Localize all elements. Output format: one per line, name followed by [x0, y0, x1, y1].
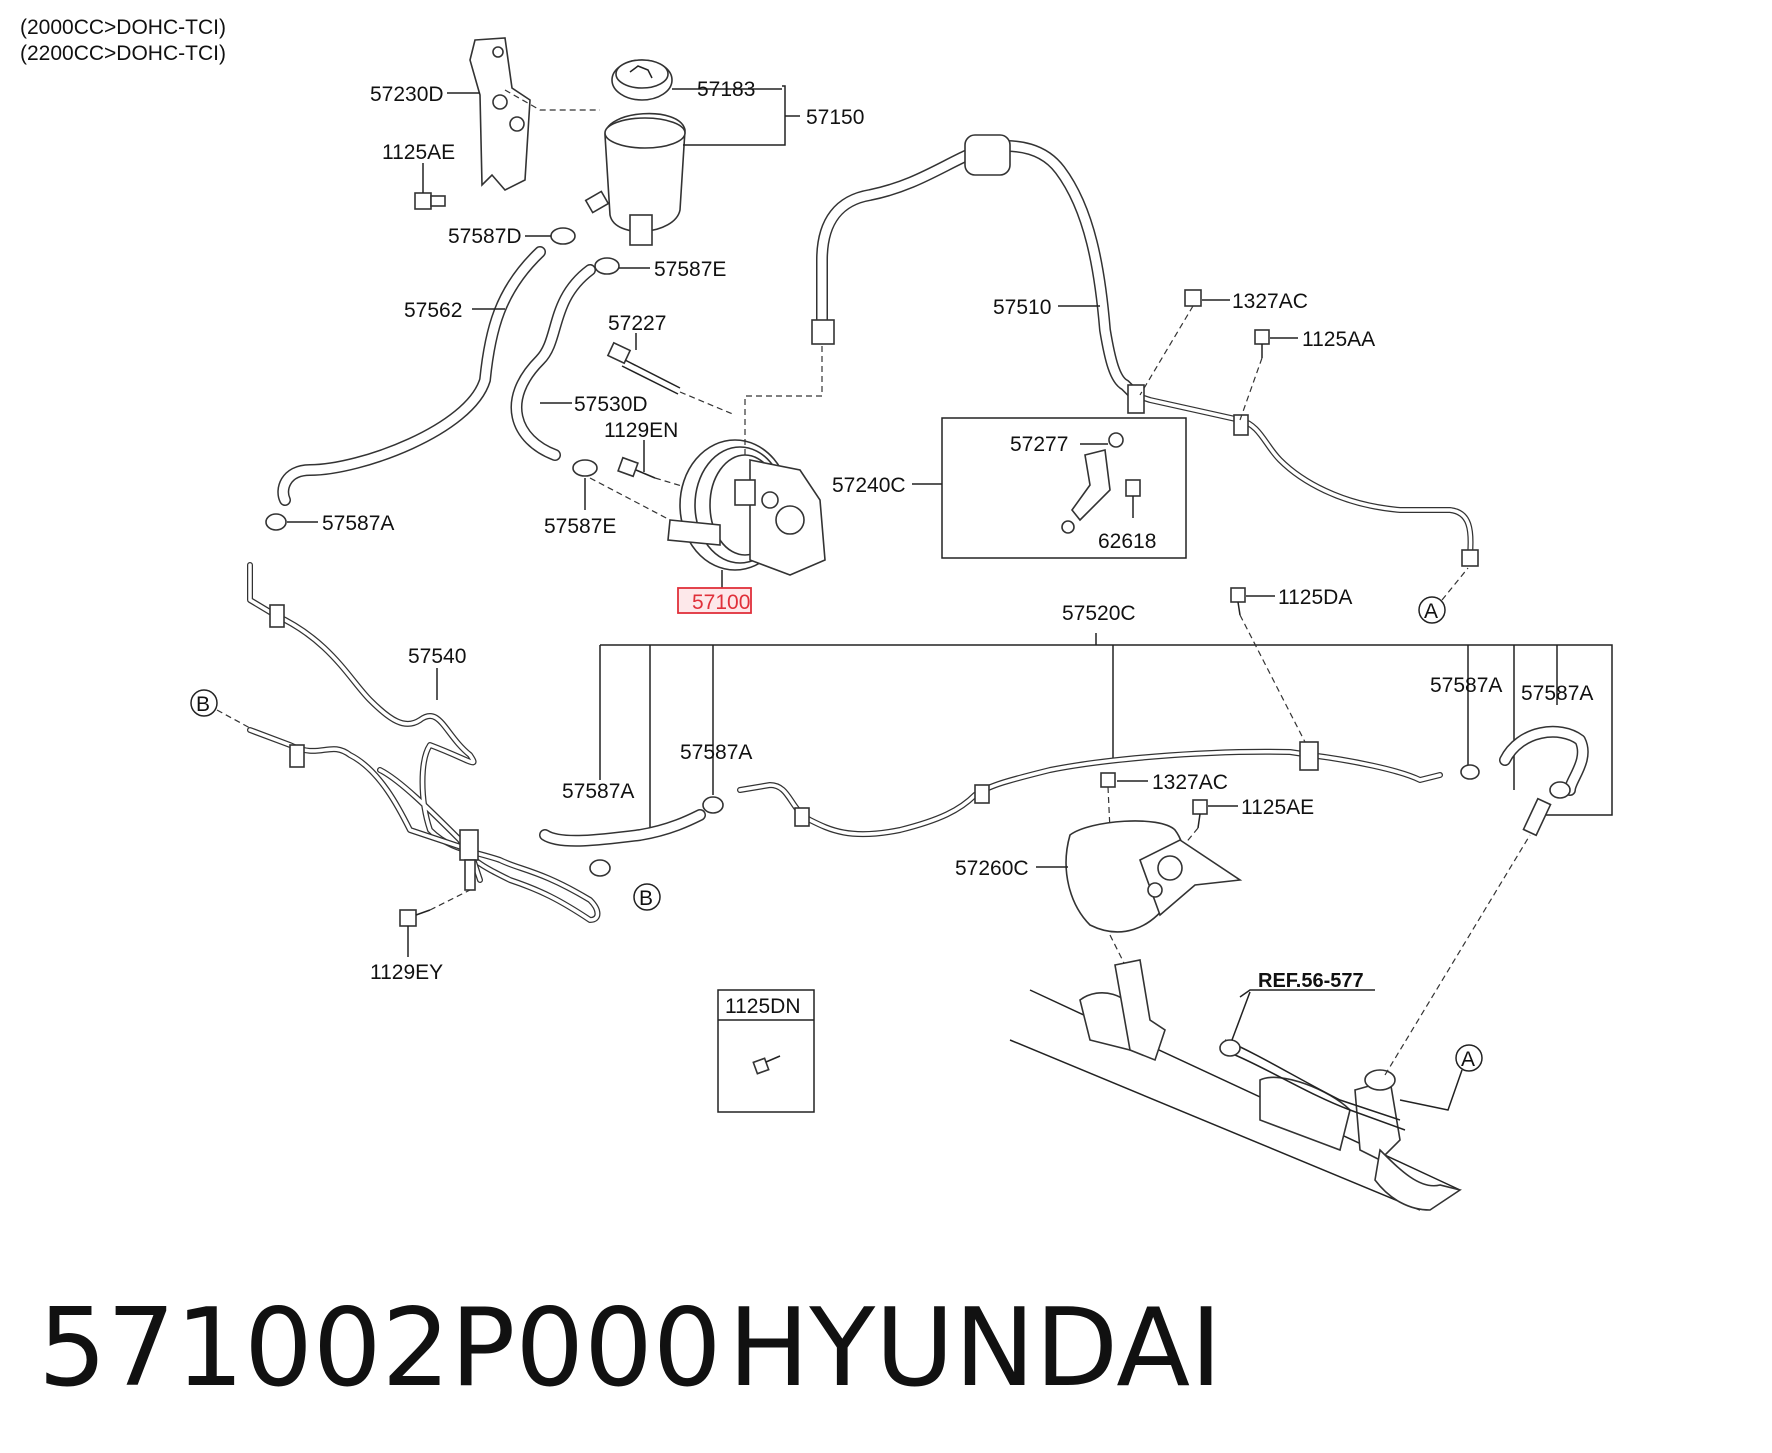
label-57562[interactable]: 57562: [404, 299, 462, 322]
label-57227[interactable]: 57227: [608, 312, 666, 335]
bolt-1129EN-drawing: [617, 456, 656, 479]
label-57587A-lower[interactable]: 57587A: [562, 780, 634, 803]
label-1129EN[interactable]: 1129EN: [604, 419, 678, 442]
highlight-57100-box: [677, 587, 752, 614]
connector-B-right: [633, 883, 661, 911]
label-57587A-right2[interactable]: 57587A: [1521, 682, 1593, 705]
nut-1327AC-mid-drawing: [1100, 772, 1116, 788]
clamp-57587A-right1-drawing: [1460, 764, 1480, 780]
label-57587A-left[interactable]: 57587A: [322, 512, 394, 535]
engine-note-2200cc: (2200CC>DOHC-TCI): [20, 42, 226, 65]
return-line-57540-drawing: [247, 562, 601, 923]
label-1327AC-mid[interactable]: 1327AC: [1152, 771, 1228, 794]
bolt-1129EY-drawing: [399, 909, 431, 927]
label-57277[interactable]: 57277: [1010, 433, 1068, 456]
connector-B-left: [190, 689, 218, 717]
label-1327AC-top[interactable]: 1327AC: [1232, 290, 1308, 313]
reservoir-cap-drawing: [611, 59, 673, 101]
clamp-57587E-top-drawing: [594, 257, 620, 275]
label-57587D[interactable]: 57587D: [448, 225, 522, 248]
label-1125AE-top[interactable]: 1125AE: [382, 141, 455, 164]
pressure-pipe-A-drawing: [1127, 384, 1479, 567]
label-57183[interactable]: 57183: [697, 78, 755, 101]
label-57230D[interactable]: 57230D: [370, 83, 444, 106]
label-57260C[interactable]: 57260C: [955, 857, 1029, 880]
power-steering-pump-drawing: [667, 439, 826, 576]
pressure-hose-57510-drawing: [811, 134, 1141, 401]
label-ref-56-577[interactable]: REF.56-577: [1258, 970, 1364, 992]
bolt-1125AA-drawing: [1254, 329, 1270, 358]
label-62618[interactable]: 62618: [1098, 530, 1156, 553]
nut-1327AC-top-drawing: [1184, 289, 1202, 307]
box-57240C: [941, 417, 1187, 559]
label-57587A-right1[interactable]: 57587A: [1430, 674, 1502, 697]
clamp-57587E-mid-drawing: [572, 459, 598, 477]
connector-B-left-label: B: [196, 693, 210, 716]
label-1125AE-mid[interactable]: 1125AE: [1241, 796, 1314, 819]
box-1125DN: [717, 989, 815, 1113]
label-57510[interactable]: 57510: [993, 296, 1051, 319]
clamp-57587A-lower-drawing: [589, 859, 611, 877]
label-1129EY[interactable]: 1129EY: [370, 961, 443, 984]
bolt-1125DN-drawing: [752, 1055, 781, 1075]
bolt-57227-drawing: [606, 341, 681, 395]
reservoir-tank-drawing: [584, 112, 686, 246]
label-57150[interactable]: 57150: [806, 106, 864, 129]
label-57240C[interactable]: 57240C: [832, 474, 906, 497]
label-57540[interactable]: 57540: [408, 645, 466, 668]
clamp-57587A-left-drawing: [265, 513, 287, 531]
footer-brand: HYUNDAI: [728, 1286, 1222, 1411]
bolt-1125DA-drawing: [1230, 587, 1246, 616]
hose-57562-drawing: [277, 246, 546, 506]
label-57587E-mid[interactable]: 57587E: [544, 515, 616, 538]
clamp-57587A-right2-drawing: [1549, 781, 1571, 799]
footer-part-number: 571002P000: [38, 1286, 722, 1411]
label-57587E-top[interactable]: 57587E: [654, 258, 726, 281]
heat-shield-57260C-drawing: [1065, 820, 1243, 933]
bolt-1125AE-top-drawing: [414, 192, 446, 210]
label-57587A-center[interactable]: 57587A: [680, 741, 752, 764]
connector-B-right-label: B: [639, 887, 653, 910]
connector-A-top: [1418, 596, 1446, 624]
connector-A-lower-label: A: [1461, 1048, 1475, 1071]
connector-A-lower: [1455, 1044, 1483, 1072]
steering-gear-drawing: [1009, 959, 1462, 1211]
label-1125DN[interactable]: 1125DN: [725, 995, 801, 1018]
engine-note-2000cc: (2000CC>DOHC-TCI): [20, 16, 226, 39]
label-57100[interactable]: 57100: [692, 591, 750, 614]
label-1125DA[interactable]: 1125DA: [1278, 586, 1352, 609]
label-57520C[interactable]: 57520C: [1062, 602, 1136, 625]
bracket-57240C-drawing: [1061, 432, 1141, 534]
bolt-1125AE-mid-drawing: [1192, 799, 1208, 829]
clamp-57587D-drawing: [550, 227, 576, 245]
bracket-57230D-drawing: [469, 37, 531, 191]
label-1125AA[interactable]: 1125AA: [1302, 328, 1375, 351]
hose-57530D-drawing: [510, 264, 596, 461]
connector-A-top-label: A: [1424, 600, 1438, 623]
label-57530D[interactable]: 57530D: [574, 393, 648, 416]
return-tube-57520C-drawing: [539, 725, 1589, 847]
clamp-57587A-center-drawing: [702, 796, 724, 814]
